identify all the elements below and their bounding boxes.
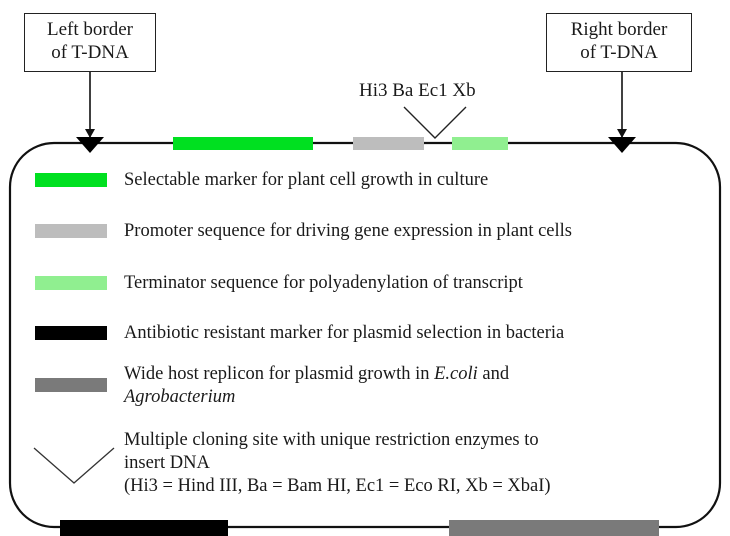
legend-swatch-selectable-marker xyxy=(35,173,107,187)
left-border-arrowhead xyxy=(85,129,95,138)
legend-text-replicon: Wide host replicon for plasmid growth in… xyxy=(124,363,509,409)
cloning-sites-label: Hi3 Ba Ec1 Xb xyxy=(359,80,476,101)
replicon-line1-prefix: Wide host replicon for plasmid growth in xyxy=(124,364,435,384)
segment-antibiotic-marker xyxy=(60,520,228,536)
legend-text-mcs-line1: Multiple cloning site with unique restri… xyxy=(124,430,539,450)
segment-selectable-marker xyxy=(173,137,313,150)
legend-swatch-antibiotic-marker xyxy=(35,326,107,340)
segment-replicon xyxy=(449,520,659,536)
legend-swatch-terminator xyxy=(35,276,107,290)
left-border-callout-line2: of T-DNA xyxy=(51,42,129,63)
legend-text-mcs-line2: insert DNA xyxy=(124,453,210,473)
legend-swatch-promoter xyxy=(35,224,107,238)
replicon-agrobacterium: Agrobacterium xyxy=(124,387,236,407)
mcs-chevron-marker xyxy=(403,106,467,139)
legend-swatch-replicon xyxy=(35,378,107,392)
right-border-callout: Right border of T-DNA xyxy=(546,13,692,72)
left-border-callout-line1: Left border xyxy=(47,19,133,40)
left-border-callout: Left border of T-DNA xyxy=(24,13,156,72)
right-border-marker xyxy=(608,137,636,153)
segment-terminator xyxy=(452,137,508,150)
legend-text-terminator: Terminator sequence for polyadenylation … xyxy=(124,273,523,293)
right-border-arrowhead xyxy=(617,129,627,138)
legend-text-replicon-line2: Agrobacterium xyxy=(124,386,509,409)
legend-text-replicon-line1: Wide host replicon for plasmid growth in… xyxy=(124,363,509,386)
legend-swatch-mcs-chevron xyxy=(33,447,115,484)
legend-text-mcs-line3: (Hi3 = Hind III, Ba = Bam HI, Ec1 = Eco … xyxy=(124,476,551,496)
segment-promoter xyxy=(353,137,424,150)
replicon-ecoli: E.coli xyxy=(434,364,478,384)
left-border-marker xyxy=(76,137,104,153)
legend-text-selectable-marker: Selectable marker for plant cell growth … xyxy=(124,170,489,190)
legend-text-antibiotic-marker: Antibiotic resistant marker for plasmid … xyxy=(124,323,565,343)
right-border-callout-line1: Right border xyxy=(570,19,668,40)
legend-text-promoter: Promoter sequence for driving gene expre… xyxy=(124,221,572,241)
right-border-callout-line2: of T-DNA xyxy=(580,42,658,63)
legend-text-mcs: Multiple cloning site with unique restri… xyxy=(124,429,551,498)
replicon-line1-suffix: and xyxy=(477,364,510,384)
